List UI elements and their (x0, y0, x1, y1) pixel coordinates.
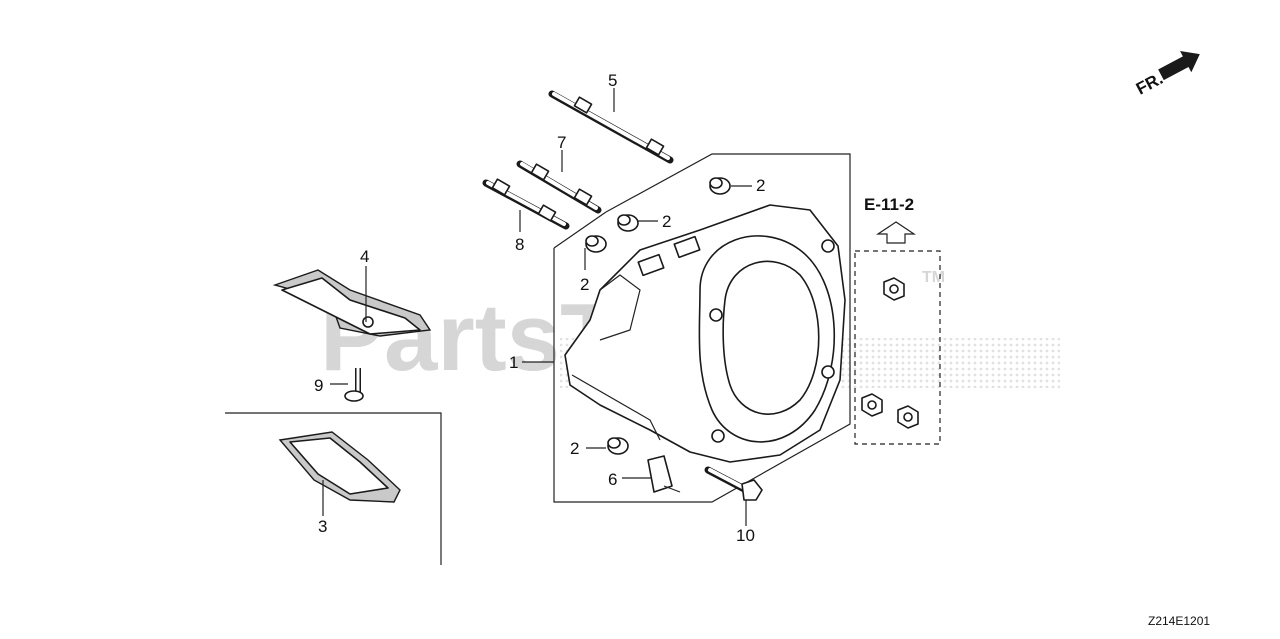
fr-arrow-icon (1158, 51, 1200, 81)
callout-6: 6 (608, 470, 617, 489)
collar-icon (607, 437, 629, 455)
callouts: 5 7 8 4 9 3 1 2 2 2 2 6 10 (314, 71, 765, 545)
watermark-tm: TM (922, 269, 945, 286)
nut-icon (883, 277, 905, 301)
callout-5: 5 (608, 71, 617, 90)
fan-cover-group-bracket (553, 153, 851, 503)
guide-plate (272, 269, 432, 337)
clip (647, 455, 681, 493)
leader-lines (322, 88, 752, 526)
nut-icon (861, 393, 883, 417)
reference-label: E-11-2 (864, 195, 914, 214)
callout-10: 10 (736, 526, 755, 545)
collar-icon (585, 235, 607, 253)
up-arrow-icon (876, 221, 916, 244)
callout-2: 2 (662, 212, 671, 231)
callout-3: 3 (318, 517, 327, 536)
collar-icon (709, 177, 731, 195)
stud-bolt-long (548, 90, 674, 164)
side-plate (278, 431, 401, 503)
reference-box (854, 250, 941, 445)
fan-cover (564, 204, 846, 463)
callout-1: 1 (509, 353, 518, 372)
reference-group: E-11-2 (854, 195, 941, 445)
collar-icon (617, 214, 639, 232)
separator (225, 412, 442, 565)
callout-2: 2 (580, 275, 589, 294)
flange-bolt (704, 466, 763, 501)
callout-9: 9 (314, 376, 323, 395)
callout-2: 2 (756, 176, 765, 195)
diagram-code: Z214E1201 (1148, 614, 1210, 628)
callout-2: 2 (570, 439, 579, 458)
nut-icon (897, 405, 919, 429)
stud-bolt-short (482, 178, 570, 230)
front-direction-marker: FR. (1133, 51, 1200, 99)
flange-bolt-small (344, 368, 364, 402)
callout-4: 4 (360, 247, 369, 266)
callout-7: 7 (557, 133, 566, 152)
callout-8: 8 (515, 235, 524, 254)
stud-bolt-medium (516, 160, 602, 214)
